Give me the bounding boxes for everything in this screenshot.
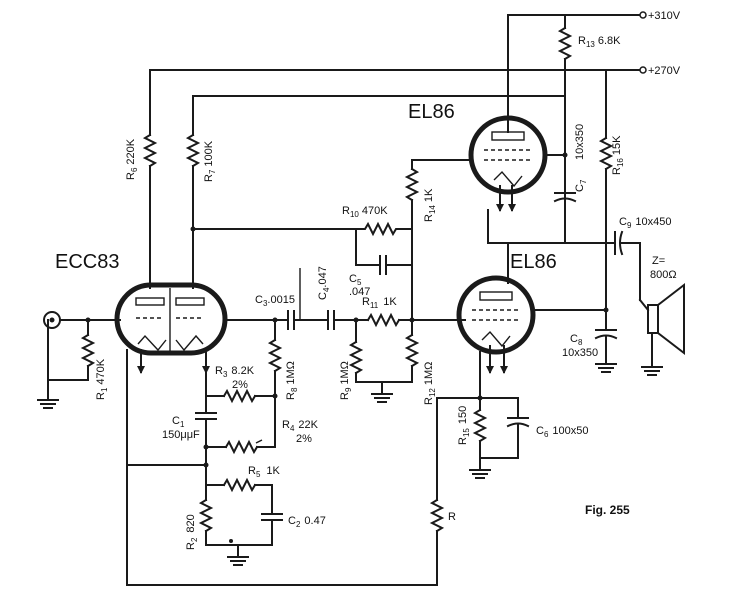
resistor-r10: [355, 221, 413, 237]
r1-label: R1470K: [95, 358, 109, 400]
c5-label: C5: [349, 273, 362, 287]
speaker-impedance-label: 800Ω: [650, 269, 677, 281]
capacitor-c9: [614, 230, 641, 301]
c7-value: 10x350: [574, 124, 586, 160]
capacitor-c8: [594, 309, 618, 373]
r14-label: R141K: [423, 188, 437, 222]
input-jack: [43, 311, 61, 329]
r4-tolerance: 2%: [296, 433, 312, 445]
r2-label: R2820: [185, 514, 199, 550]
r-label: R: [448, 511, 456, 523]
ecc83-label: ECC83: [55, 251, 119, 273]
speaker-z-label: Z=: [652, 255, 665, 267]
resistor-r9: [348, 319, 364, 383]
capacitor-c7: [553, 154, 577, 244]
c1-value: 150μμF: [162, 429, 200, 441]
capacitor-c6: [479, 397, 530, 459]
figure-caption: Fig. 255: [585, 503, 630, 517]
ecc83-tube: [114, 282, 228, 356]
c4-label: C4.047: [317, 266, 331, 300]
el86-upper-tube: [468, 115, 548, 195]
capacitor-c2: [261, 484, 283, 546]
el86-lower-label: EL86: [510, 251, 557, 273]
resistor-r1: [80, 319, 96, 381]
ground-speaker: [641, 366, 663, 376]
r9-label: R91MΩ: [339, 361, 353, 400]
r12-label: R121MΩ: [423, 362, 437, 405]
c3-label: C3.0015: [255, 294, 295, 308]
el86-lower-tube: [456, 275, 536, 355]
c8-value: 10x350: [562, 347, 598, 359]
resistor-r16: [598, 69, 614, 311]
ground-input: [37, 379, 59, 409]
ground-r9: [371, 381, 393, 403]
resistor-r2: [198, 484, 214, 546]
supply-rail-270v: [149, 66, 647, 74]
r16-label: R1615K: [611, 135, 625, 175]
r3-tolerance: 2%: [232, 379, 248, 391]
speaker-icon: [638, 282, 685, 366]
resistor-r12: [404, 319, 420, 383]
c5-value: .047: [349, 286, 370, 298]
c1-label: C1: [172, 415, 185, 429]
resistor-r3: [222, 388, 276, 404]
resistor-r15: [472, 397, 488, 459]
capacitor-c1: [195, 395, 217, 448]
resistor-r11: [366, 312, 466, 328]
ground-r15: [469, 457, 491, 479]
ground-r2: [227, 544, 249, 566]
r8-label: R81MΩ: [285, 361, 299, 400]
c7-label: C7: [574, 179, 588, 192]
r15-label: R15150: [457, 406, 471, 445]
supply-rail-310v: [507, 11, 647, 119]
resistor-r: [429, 397, 445, 586]
resistor-r4: [224, 395, 276, 455]
resistor-r6: [142, 69, 158, 289]
resistor-r14: [404, 159, 473, 230]
c8-label: C8: [570, 333, 583, 347]
rail-270v-label: +270V: [648, 65, 681, 77]
r7-label: R7100K: [203, 140, 217, 182]
resistor-r5: [222, 477, 273, 493]
el86-upper-label: EL86: [408, 101, 455, 123]
r6-label: R6220K: [125, 138, 139, 180]
rail-310v-label: +310V: [648, 10, 681, 22]
resistor-r7: [185, 95, 201, 289]
